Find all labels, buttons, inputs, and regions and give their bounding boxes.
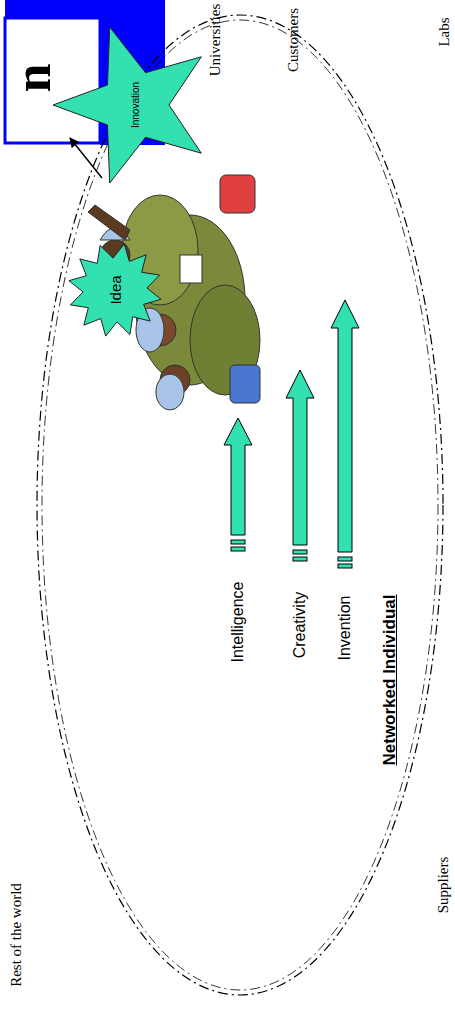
- region-label: Suppliers: [435, 857, 452, 914]
- region-label: Labs: [436, 17, 453, 46]
- idea-burst: Idea: [65, 235, 165, 345]
- people-clipart: [88, 175, 260, 410]
- region-label: Universities: [207, 4, 224, 77]
- growth-arrow: [286, 370, 314, 561]
- network-ellipse: Networked Individual Idea Innovation: [35, 13, 445, 997]
- growth-arrow: [331, 300, 359, 568]
- region-label: Rest of the world: [8, 883, 25, 987]
- network-boundary: [37, 15, 443, 995]
- title-fragment: n: [3, 64, 62, 93]
- network-title: Networked Individual: [380, 595, 400, 766]
- arrow-label: Intelligence: [229, 582, 247, 663]
- arrow-label: Creativity: [291, 592, 309, 659]
- node-outline: [35, 13, 445, 997]
- arrow-label: Invention: [336, 596, 354, 661]
- innovation-star: Innovation: [50, 20, 220, 190]
- shape-label: Innovation: [130, 82, 141, 128]
- region-label: Customers: [285, 8, 302, 72]
- growth-arrow: [224, 418, 252, 551]
- network-boundary: [42, 20, 438, 990]
- star-shape: [53, 27, 201, 183]
- shape-label: Idea: [107, 275, 124, 304]
- burst-shape: [69, 244, 161, 336]
